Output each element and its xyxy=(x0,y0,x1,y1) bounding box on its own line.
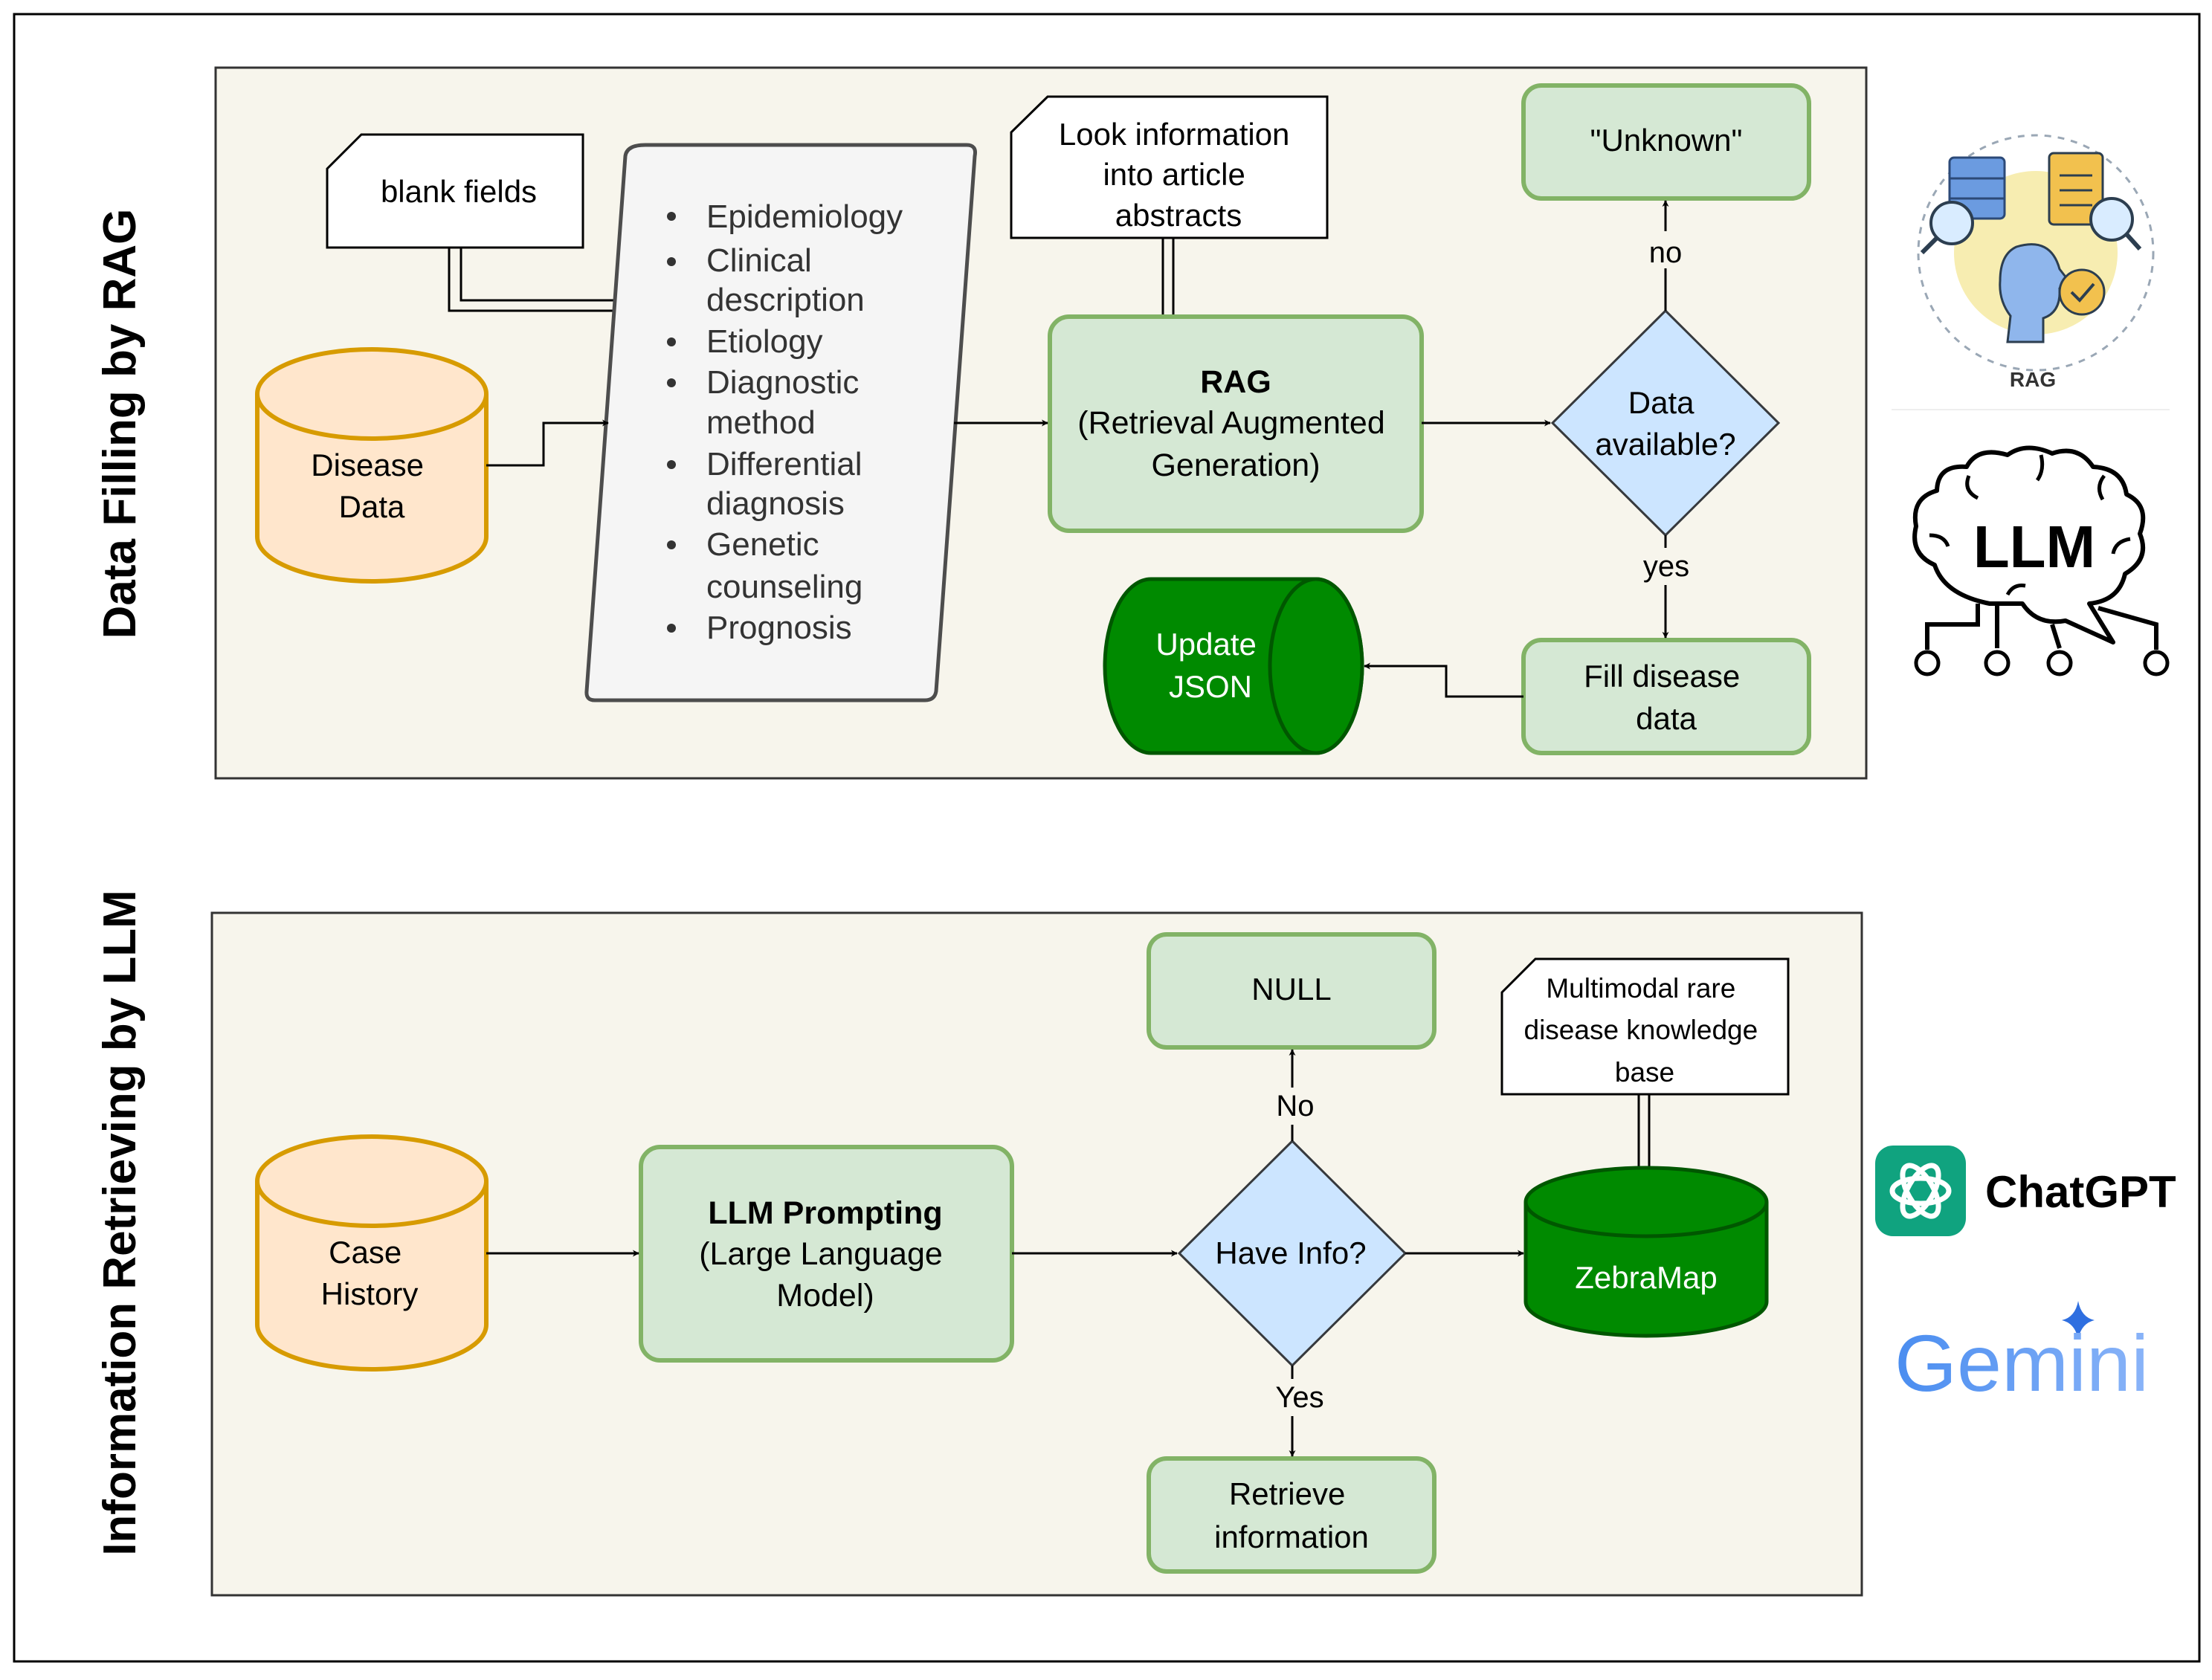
disease-data-cylinder xyxy=(255,347,488,584)
server-icon xyxy=(1948,156,2006,220)
gemini-logo: Gemini xyxy=(1895,1301,2149,1408)
gemini-label: Gemini xyxy=(1895,1318,2149,1408)
fill-disease-box xyxy=(1521,638,1811,755)
chatgpt-logo: ChatGPT xyxy=(1875,1146,2176,1236)
magnifier-icon xyxy=(1929,201,1974,245)
kb-note xyxy=(1500,957,1790,1096)
update-json-label: Update JSON xyxy=(1155,627,1265,704)
openai-icon xyxy=(1875,1146,1966,1236)
bottom-side-title: Information Retrieving by LLM xyxy=(94,890,146,1556)
look-info-link xyxy=(1161,238,1175,317)
null-box xyxy=(1147,932,1436,1050)
retrieve-label: Retrieve information xyxy=(1214,1476,1369,1554)
data-available-label: Data available? xyxy=(1595,385,1735,462)
disease-data-label: Disease Data xyxy=(311,448,432,524)
look-info-note xyxy=(1010,95,1329,239)
retrieve-box xyxy=(1147,1456,1436,1574)
blank-fields-link xyxy=(448,248,619,312)
unknown-box xyxy=(1521,83,1811,201)
gemini-sparkle-icon xyxy=(2062,1301,2095,1340)
document-icon xyxy=(2048,152,2104,226)
rag-logo: RAG xyxy=(1917,134,2155,391)
kb-note-label: Multimodal rare disease knowledge base xyxy=(1524,973,1766,1088)
llm-brain-logo: LLM xyxy=(1912,445,2170,676)
rag-title: RAG xyxy=(1200,364,1271,400)
magnifier-icon xyxy=(2089,197,2134,242)
case-history-label: Case History xyxy=(321,1235,419,1311)
chatgpt-label: ChatGPT xyxy=(1985,1167,2176,1217)
arrow-disease-to-fields xyxy=(486,419,609,467)
look-info-label: Look information into article abstracts xyxy=(1059,117,1298,233)
field-item: Prognosis xyxy=(706,610,852,646)
no-label-bottom: No xyxy=(1276,1090,1314,1122)
no-label: no xyxy=(1649,236,1683,269)
yes-label: yes xyxy=(1643,550,1689,583)
arrow-fill-to-json xyxy=(1364,662,1523,698)
badge-icon xyxy=(2058,268,2106,316)
ai-head-icon xyxy=(1999,243,2072,343)
update-json-cylinder xyxy=(1103,577,1364,755)
blank-fields-label: blank fields xyxy=(381,174,537,209)
llm-logo-label: LLM xyxy=(1973,514,2095,580)
llm-prompting-title: LLM Prompting xyxy=(708,1195,942,1231)
null-label: NULL xyxy=(1251,972,1331,1007)
zebramap-label: ZebraMap xyxy=(1575,1260,1717,1295)
fields-list-panel xyxy=(584,143,977,702)
kb-note-link xyxy=(1637,1094,1651,1169)
yes-label-bottom: Yes xyxy=(1275,1381,1323,1414)
unknown-label: "Unknown" xyxy=(1590,123,1743,158)
top-side-title: Data Filling by RAG xyxy=(94,209,146,639)
blank-fields-note xyxy=(326,133,584,249)
rag-subtitle: (Retrieval Augmented Generation) xyxy=(1077,405,1393,483)
field-item: Epidemiology xyxy=(706,198,903,235)
llm-prompting-subtitle: (Large Language Model) xyxy=(699,1236,952,1314)
field-item: Etiology xyxy=(706,323,823,360)
rag-logo-label: RAG xyxy=(2010,368,2056,391)
fill-disease-label: Fill disease data xyxy=(1584,659,1749,736)
zebramap-cylinder xyxy=(1523,1166,1769,1338)
have-info-label: Have Info? xyxy=(1215,1235,1366,1270)
case-history-cylinder xyxy=(255,1134,488,1372)
